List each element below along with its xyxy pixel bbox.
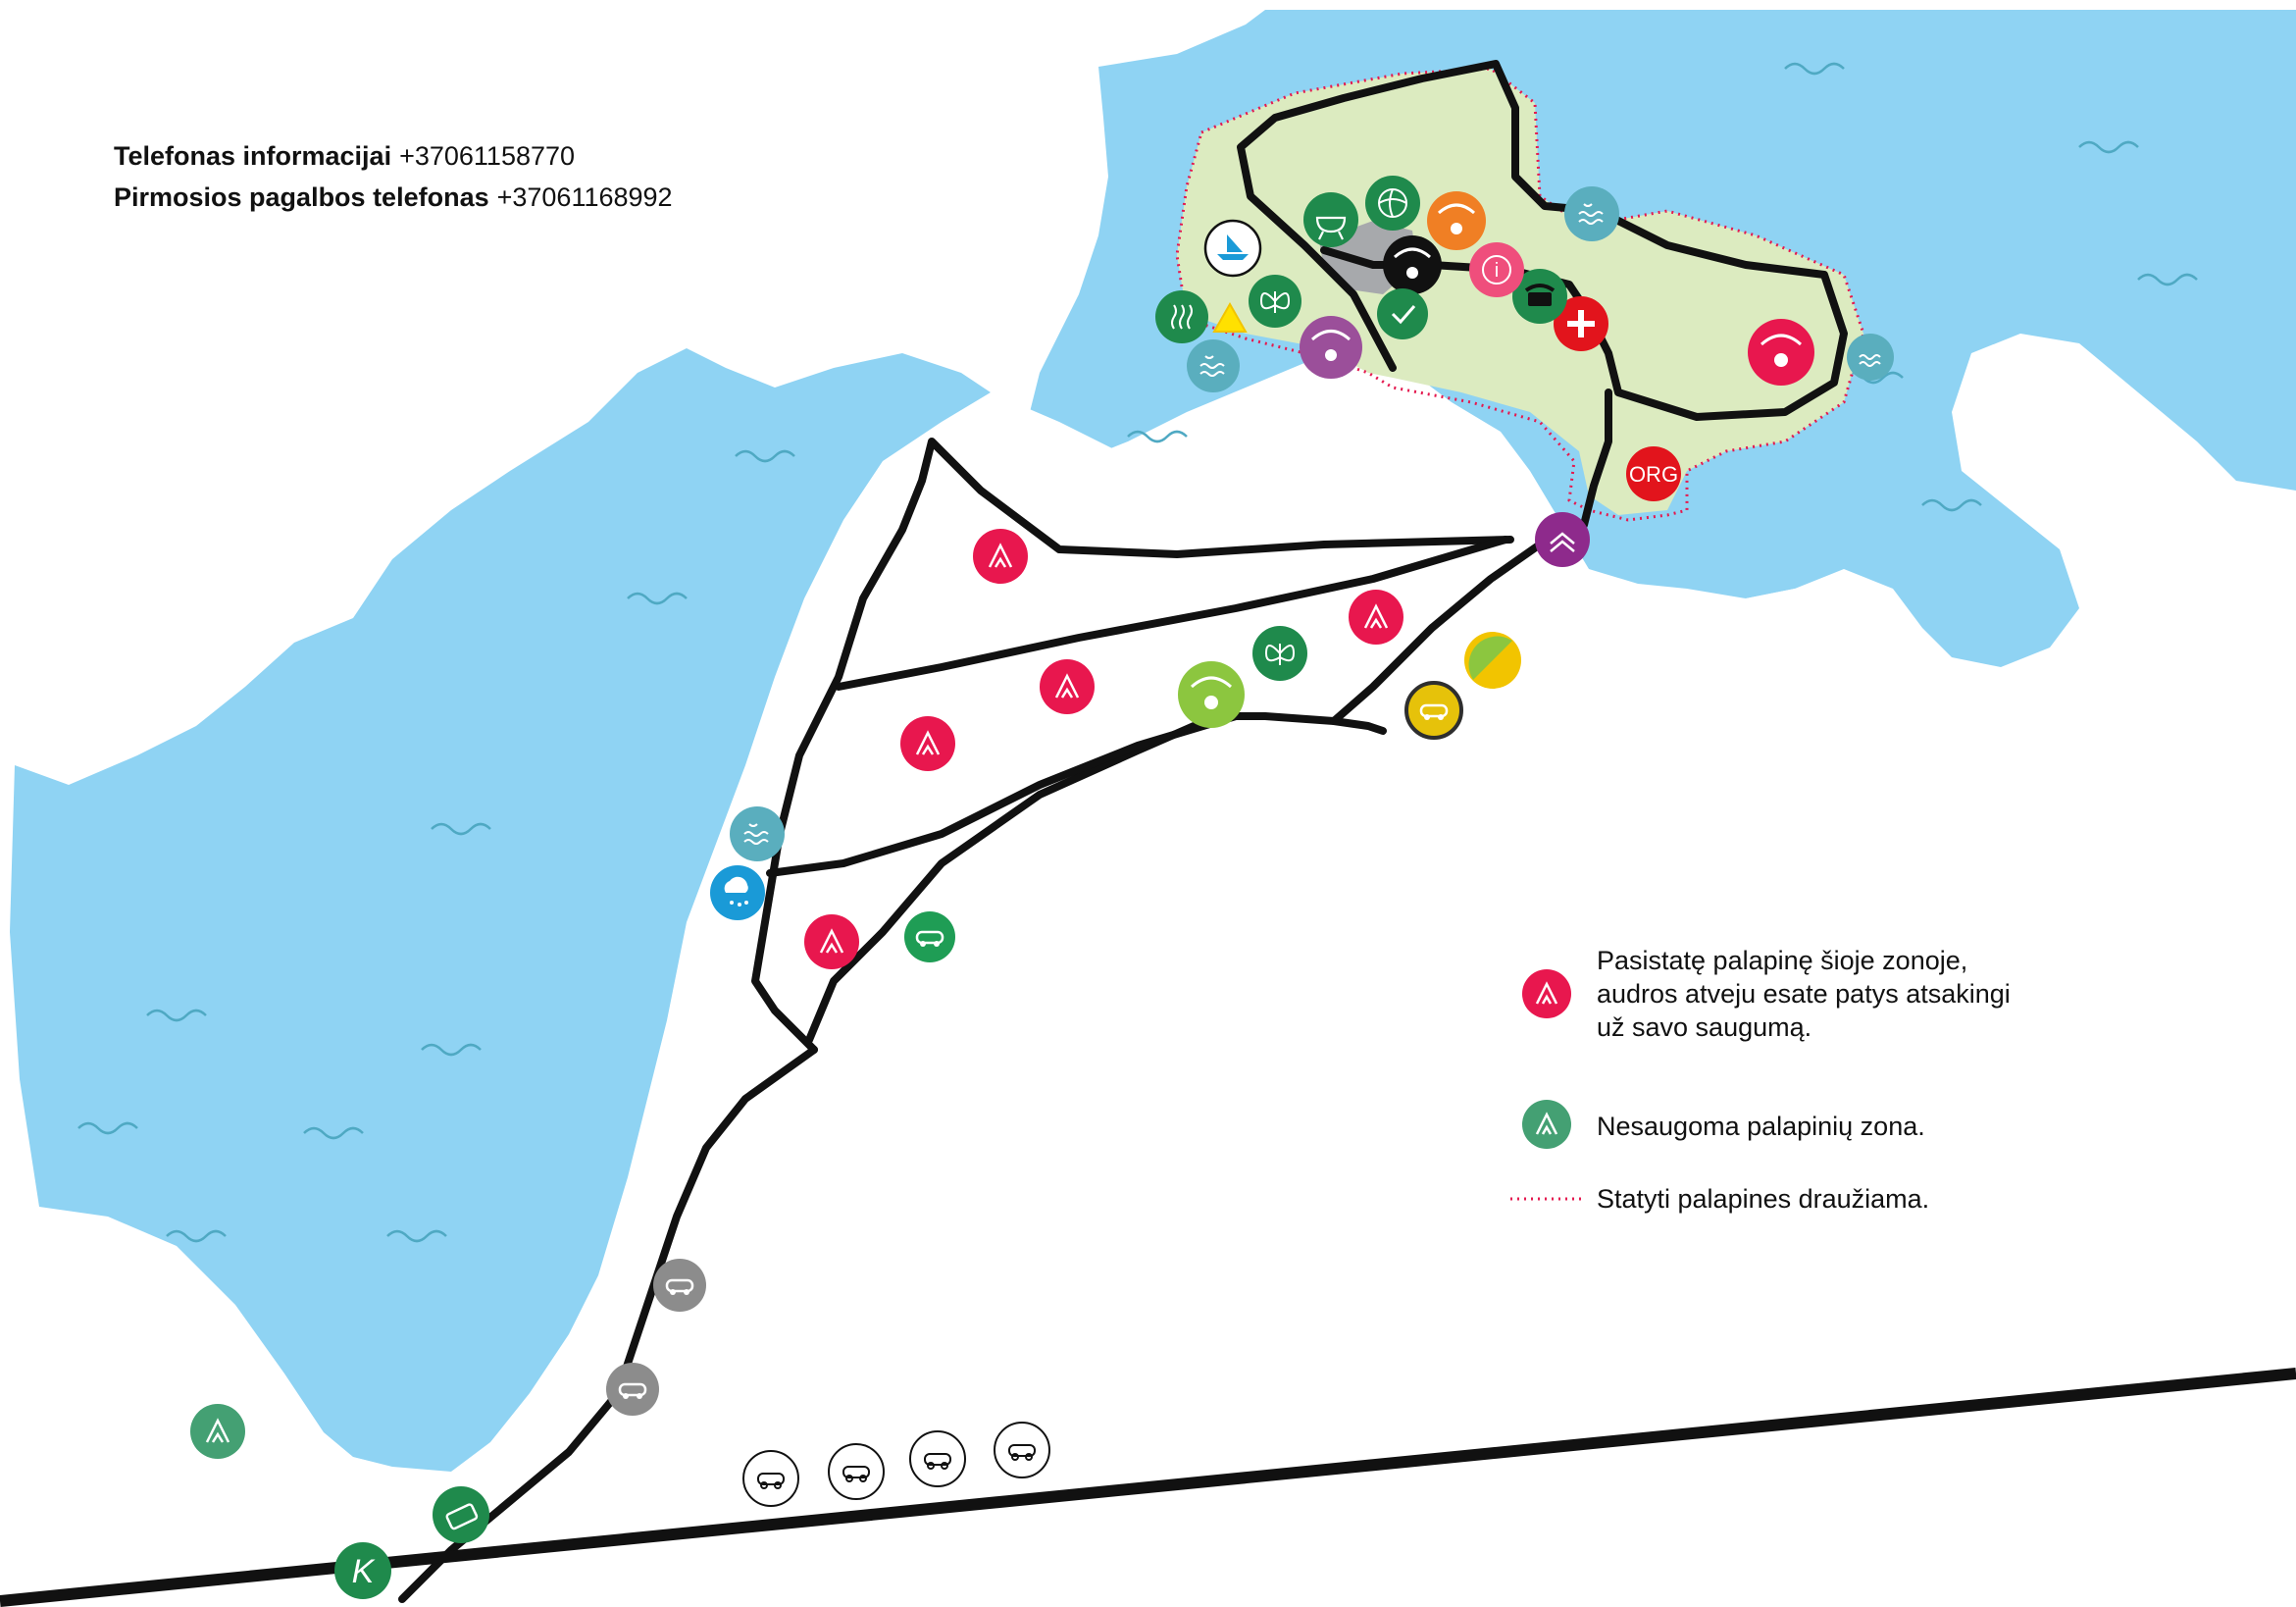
car-icon[interactable] [828,1443,885,1500]
first-aid-icon[interactable] [1554,296,1608,351]
info-phone-label: Telefonas informacijai [114,141,392,171]
warning-triangle-icon [1212,301,1248,333]
first-aid-number[interactable]: +37061168992 [496,182,673,212]
legend [1510,969,1585,1201]
phone-icon[interactable] [1512,269,1567,324]
tent-icon[interactable] [900,716,955,771]
sauna-icon[interactable] [1155,290,1208,343]
water-areas [0,10,2296,1607]
butterfly-icon[interactable] [1249,275,1301,328]
check-icon[interactable] [1377,288,1428,339]
water-waves-icon[interactable] [1187,339,1240,392]
entrance-chevron-icon[interactable] [1535,512,1590,567]
water-waves-icon[interactable] [730,806,785,861]
tent-icon[interactable] [804,914,859,969]
water-waves-icon[interactable] [1564,186,1619,241]
car-icon[interactable] [994,1422,1050,1478]
car-icon[interactable] [742,1450,799,1507]
butterfly-icon[interactable] [1252,626,1307,681]
org-badge[interactable]: ORG [1626,446,1681,501]
boat-icon[interactable] [1203,219,1262,278]
car-icon[interactable] [1404,681,1463,740]
org-label: ORG [1629,462,1678,487]
paraglider-icon[interactable] [1178,661,1245,728]
tent-icon[interactable] [1349,590,1403,645]
paraglider-icon[interactable] [1300,316,1362,379]
car-icon[interactable] [904,911,955,962]
info-phone-number[interactable]: +37061158770 [399,141,576,171]
map-icons[interactable]: K [190,176,1894,1599]
parking-k-label: K [352,1553,376,1590]
mainland [0,549,2296,1607]
legend-tent-green-icon [1522,1100,1571,1149]
info-label: i [1495,260,1499,282]
paraglider-icon[interactable] [1748,319,1814,386]
parking-k-icon[interactable]: K [334,1542,391,1599]
legend-guarded-text: Pasistatę palapinę šioje zonoje, audros … [1597,946,2011,1042]
first-aid-label: Pirmosios pagalbos telefonas [114,182,489,212]
car-icon[interactable] [653,1259,706,1312]
paraglider-icon[interactable] [1427,191,1486,250]
tent-icon[interactable] [973,529,1028,584]
first-aid-phone-row: Pirmosios pagalbos telefonas+37061168992 [114,177,673,218]
info-phone-row: Telefonas informacijai+37061158770 [114,135,673,177]
legend-unguarded-text: Nesaugoma palapinių zona. [1597,1112,1925,1141]
phone-info-panel: Telefonas informacijai+37061158770 Pirmo… [114,135,673,218]
tent-icon[interactable] [190,1404,245,1459]
water-waves-icon[interactable] [1847,334,1894,381]
car-icon[interactable] [606,1363,659,1416]
luggage-icon[interactable] [433,1486,489,1543]
legend-no-tent-text: Statyti palapines draužiama. [1597,1184,1930,1214]
car-icon[interactable] [909,1430,966,1487]
ball-icon[interactable] [1365,176,1420,231]
paraglider-icon[interactable] [1383,235,1442,294]
rain-icon[interactable] [710,865,765,920]
bbq-icon[interactable] [1303,192,1358,247]
info-icon[interactable]: i [1469,242,1524,297]
legend-tent-icon [1522,969,1571,1018]
half-circle-icon[interactable] [1464,632,1521,689]
tent-icon[interactable] [1040,659,1095,714]
lake-west [10,348,991,1472]
